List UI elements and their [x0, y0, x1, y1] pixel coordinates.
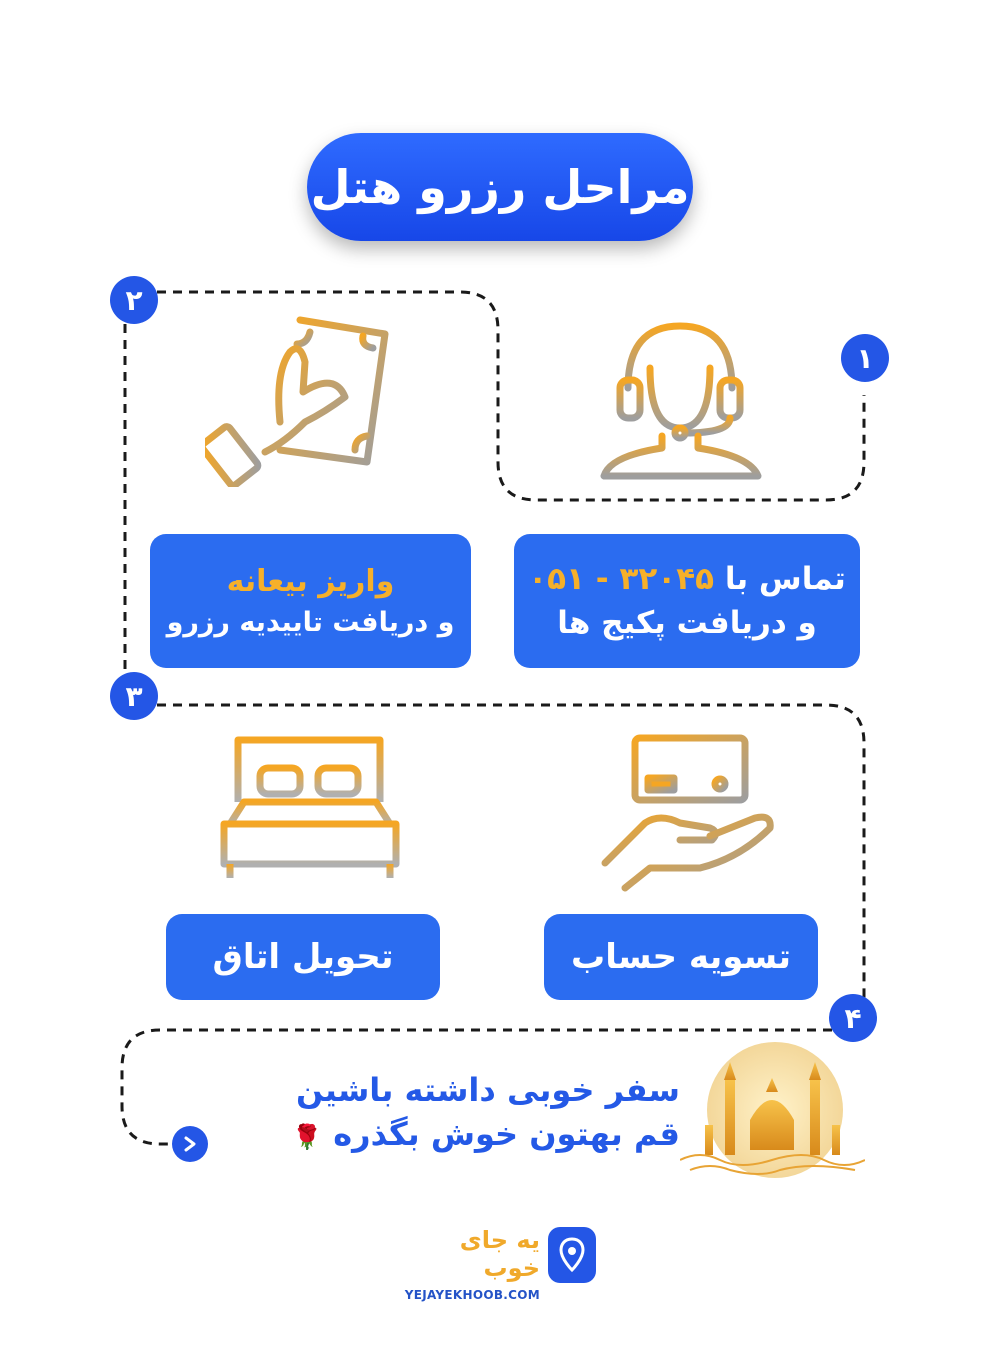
step-3-line1: تحویل اتاق	[212, 937, 394, 977]
step-2-line1: واریز بیعانه	[226, 564, 395, 599]
step-1-badge: ۱	[841, 334, 889, 382]
rose-icon: 🌹	[292, 1123, 323, 1151]
mosque-icon	[680, 1042, 865, 1178]
step-1-phone: ۰۵۱ - ۳۲۰۴۵	[528, 561, 715, 597]
step-3-badge: ۳	[110, 672, 158, 720]
step-1-line1: تماس با ۰۵۱ - ۳۲۰۴۵	[528, 561, 846, 597]
brand-logo	[548, 1227, 596, 1283]
brand-url: YEJAYEKHOOB.COM	[404, 1288, 540, 1302]
headset-icon	[600, 322, 762, 480]
step-4-badge: ۴	[829, 994, 877, 1042]
closing-line2: قم بهتون خوش بگذره 🌹	[292, 1115, 680, 1153]
arrow-icon	[172, 1126, 208, 1162]
step-3-card: تحویل اتاق	[166, 914, 440, 1000]
money-hand-icon	[205, 316, 389, 487]
step-1-prefix: تماس با	[724, 561, 846, 597]
step-1-line2: و دریافت پکیج ها	[557, 605, 817, 641]
bed-icon	[220, 736, 400, 878]
step-4-card: تسویه حساب	[544, 914, 818, 1000]
step-2-badge: ۲	[110, 276, 158, 324]
step-1-card: تماس با ۰۵۱ - ۳۲۰۴۵ و دریافت پکیج ها	[514, 534, 860, 668]
card-hand-icon	[601, 734, 774, 892]
location-pin-icon	[559, 1237, 585, 1273]
step-2-line2: و دریافت تاییدیه رزرو	[166, 607, 455, 638]
brand-name: یه جای خوب	[459, 1226, 540, 1282]
closing-line1: سفر خوبی داشته باشین	[295, 1071, 680, 1109]
brand-text: یه جای خوب YEJAYEKHOOB.COM	[395, 1226, 540, 1302]
step-4-line1: تسویه حساب	[571, 937, 791, 977]
step-2-card: واریز بیعانه و دریافت تاییدیه رزرو	[150, 534, 471, 668]
page-title: مراحل رزرو هتل	[307, 133, 693, 241]
closing-message: سفر خوبی داشته باشین قم بهتون خوش بگذره …	[210, 1068, 680, 1159]
